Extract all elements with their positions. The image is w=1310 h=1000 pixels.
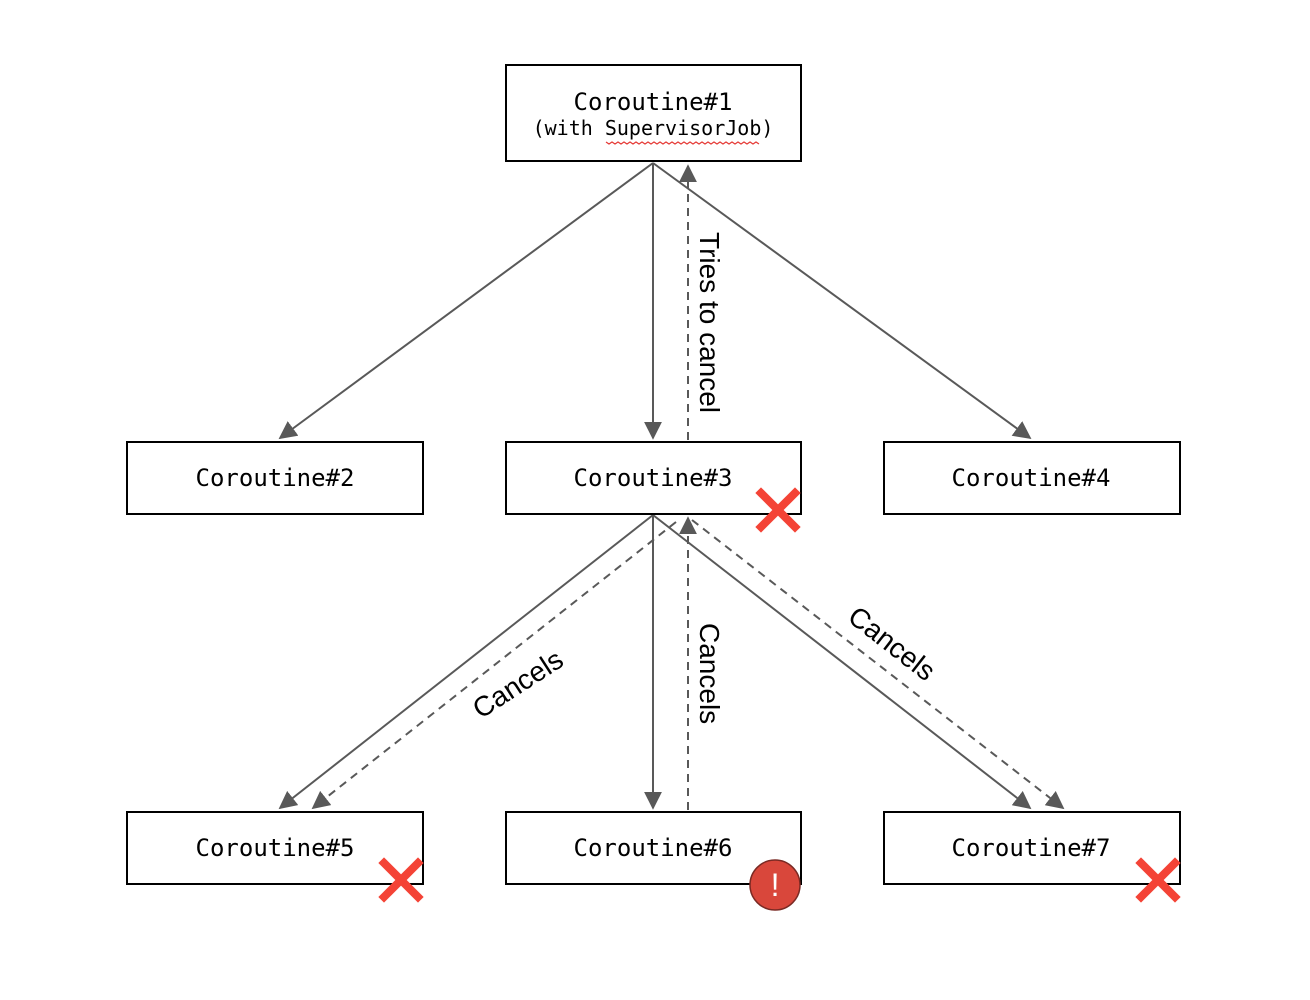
- exclamation-icon: !: [749, 859, 801, 911]
- node-label: Coroutine#2: [196, 464, 355, 492]
- node-label: Coroutine#7: [952, 834, 1111, 862]
- node-label: Coroutine#5: [196, 834, 355, 862]
- node-sublabel-word: SupervisorJob: [605, 116, 762, 140]
- node-box: [505, 811, 802, 885]
- node-box: [126, 811, 424, 885]
- edge-label-tries-to-cancel: Tries to cancel: [694, 232, 725, 413]
- node-box: [505, 441, 802, 515]
- edge-c3-c5: [278, 514, 654, 810]
- node-box: [126, 441, 424, 515]
- node-coroutine-2: Coroutine#2: [126, 441, 424, 515]
- edge-c1-c2: [278, 162, 654, 440]
- edge-c3-c7: [652, 514, 1032, 810]
- node-box: [883, 441, 1181, 515]
- edge-c1-c4: [652, 162, 1032, 440]
- node-coroutine-4: Coroutine#4: [883, 441, 1181, 515]
- error-symbol: !: [771, 867, 780, 903]
- x-icon: [755, 487, 801, 533]
- node-sublabel-prefix: (with: [533, 116, 605, 140]
- x-icon: [1135, 857, 1181, 903]
- x-icon: [378, 857, 424, 903]
- node-sublabel-suffix: ): [761, 116, 773, 140]
- edge-label-cancels-c5: Cancels: [467, 643, 569, 724]
- node-coroutine-5: Coroutine#5: [126, 811, 424, 885]
- node-coroutine-6: Coroutine#6: [505, 811, 802, 885]
- node-label: Coroutine#3: [574, 464, 733, 492]
- edge-label-cancels-c6: Cancels: [694, 623, 725, 724]
- node-label: Coroutine#1: [574, 88, 733, 116]
- node-box: [505, 64, 802, 162]
- node-label: Coroutine#6: [574, 834, 733, 862]
- node-sublabel: (with SupervisorJob): [533, 116, 774, 140]
- dashed-edge-c3-to-c5: [311, 521, 677, 810]
- node-box: [883, 811, 1181, 885]
- dashed-edge-c3-to-c7: [691, 519, 1065, 810]
- node-coroutine-1: Coroutine#1 (with SupervisorJob): [505, 64, 802, 162]
- node-coroutine-3: Coroutine#3: [505, 441, 802, 515]
- node-label: Coroutine#4: [952, 464, 1111, 492]
- spellcheck-underline: [605, 141, 760, 145]
- node-coroutine-7: Coroutine#7: [883, 811, 1181, 885]
